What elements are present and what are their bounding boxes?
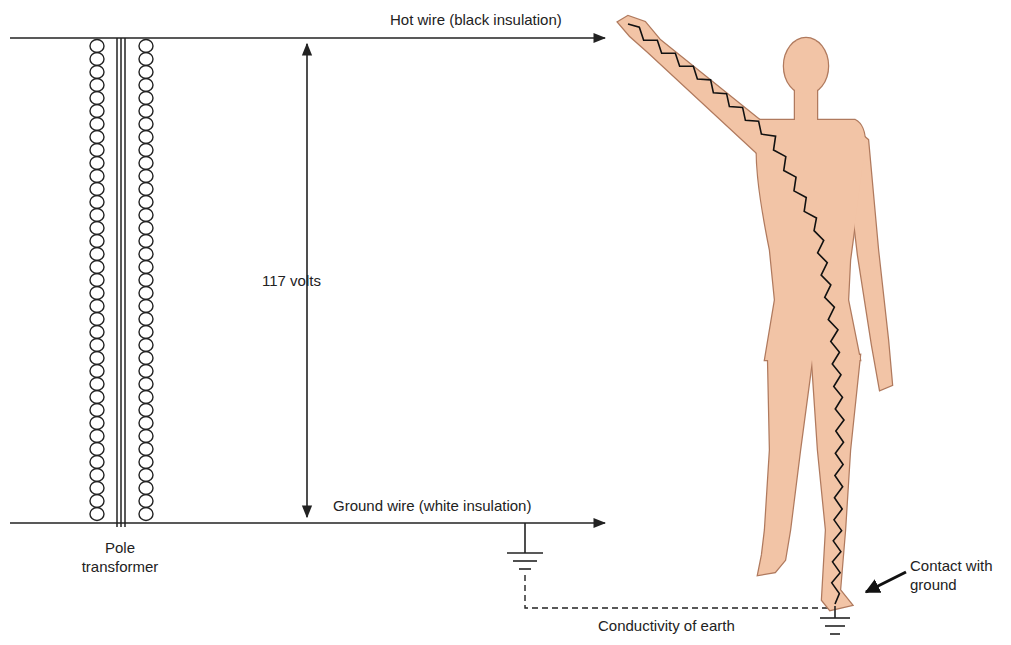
earth-label: Conductivity of earth: [598, 616, 735, 635]
wire-label: Ground wire (white insulation): [333, 496, 531, 515]
human-figure: [618, 16, 892, 610]
ground-symbol: [820, 606, 850, 634]
hot-wire: [10, 37, 605, 39]
component-label: Pole transformer: [70, 538, 170, 576]
ground-wire: [10, 522, 605, 524]
pointer-arrow: [866, 572, 906, 592]
transformer-coil: [90, 40, 153, 521]
callout-label: Contact with ground: [910, 556, 1005, 594]
transformer-core: [117, 38, 125, 527]
wire-label: Hot wire (black insulation): [390, 10, 562, 29]
voltage-label: 117 volts: [262, 271, 321, 290]
current-path: [628, 24, 844, 604]
ground-symbol: [507, 523, 543, 569]
earth-path: [525, 575, 835, 608]
